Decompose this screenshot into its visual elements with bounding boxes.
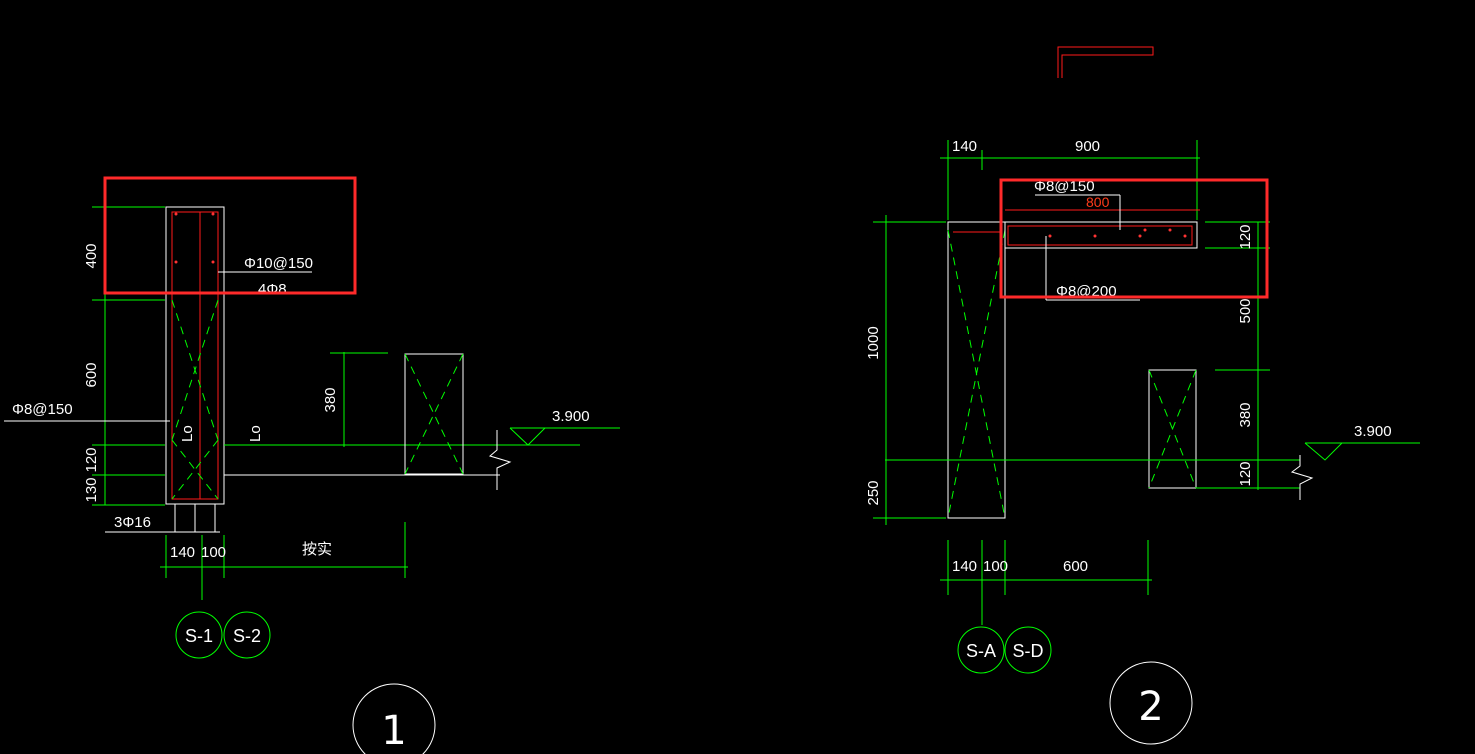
- break-line-1: [488, 430, 512, 490]
- elevation-label-2: 3.900: [1354, 423, 1392, 440]
- stirrup-label-1: Φ8@150: [12, 401, 73, 418]
- dim-500: 500: [1237, 298, 1254, 323]
- axis-label-sa: S-A: [966, 641, 996, 661]
- dim-120-bottom: 120: [1237, 461, 1254, 486]
- rebar-bend-2: [953, 231, 1001, 282]
- break-line-2: [1290, 455, 1314, 500]
- detail-number-circle-1: [352, 683, 436, 754]
- axis-circle-s2: [223, 611, 271, 659]
- axis-label-s2: S-2: [233, 626, 261, 646]
- dim-130: 130: [83, 477, 100, 502]
- slab-rebar-2: [1007, 225, 1193, 246]
- elevation-marker-2: [1304, 442, 1344, 461]
- axis-label-s1: S-1: [185, 626, 213, 646]
- dim-900: 900: [1075, 138, 1100, 155]
- detail-1: 3.900 400 600 120 130 380 Φ10@150 4Φ8 Φ8…: [4, 176, 620, 754]
- axis-circle-sd: [1004, 626, 1052, 674]
- dim-800: 800: [1086, 194, 1110, 210]
- bottom-bars-label-1: 3Φ16: [114, 514, 151, 531]
- section-marker: [1057, 46, 1154, 78]
- dim-120-right: 120: [1237, 224, 1254, 249]
- dim-400: 400: [83, 243, 100, 268]
- dim-100-bottom: 100: [983, 558, 1008, 575]
- rebar-cage-1: [171, 211, 219, 500]
- axis-circle-sa: [957, 626, 1005, 674]
- dim-1000: 1000: [865, 326, 882, 359]
- dim-600: 600: [83, 362, 100, 387]
- beam-block-1: [404, 353, 464, 475]
- lo-label-a: Lo: [179, 425, 196, 442]
- dim-380-2: 380: [1237, 402, 1254, 427]
- elevation-label-1: 3.900: [552, 408, 590, 425]
- dim-140-1: 140: [170, 544, 195, 561]
- lo-label-b: Lo: [247, 425, 264, 442]
- rebar-top-label-2: Φ8@150: [1034, 178, 1095, 195]
- dim-380: 380: [322, 387, 339, 412]
- column-outline-1: [165, 206, 225, 505]
- dim-250: 250: [865, 480, 882, 505]
- slab-outline-2: [1004, 221, 1198, 249]
- axis-circle-s1: [175, 611, 223, 659]
- detail-number-1: 1: [381, 708, 406, 754]
- detail-2: 3.900 140 900 800 Φ8@150 Φ8@200 120 500 …: [865, 46, 1420, 745]
- dim-140-bottom: 140: [952, 558, 977, 575]
- dim-120: 120: [83, 447, 100, 472]
- highlight-box-2: [999, 178, 1269, 299]
- rebar-top-label-1: Φ10@150: [244, 255, 313, 272]
- dim-600-2: 600: [1063, 558, 1088, 575]
- beam-block-2: [1148, 369, 1197, 489]
- column-outline-2: [947, 221, 1006, 519]
- highlight-box-1: [103, 176, 357, 295]
- elevation-marker-1: [509, 427, 547, 446]
- dim-anshi: 按实: [302, 541, 332, 558]
- dim-100-1: 100: [201, 544, 226, 561]
- dim-140-top: 140: [952, 138, 977, 155]
- detail-number-circle-2: [1109, 661, 1193, 745]
- detail-number-2: 2: [1138, 684, 1163, 730]
- axis-label-sd: S-D: [1013, 641, 1044, 661]
- rebar-long-label-1: 4Φ8: [258, 281, 287, 298]
